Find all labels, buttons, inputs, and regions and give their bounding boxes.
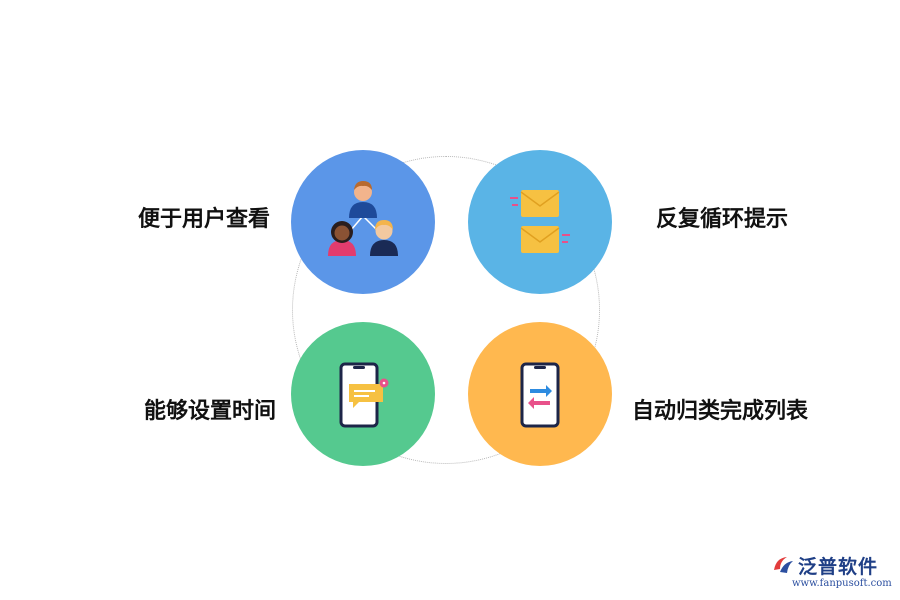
users-hierarchy-icon <box>328 181 398 256</box>
brand-logo: 泛普软件 www.fanpusoft.com <box>770 552 894 596</box>
logo-mark-icon <box>774 557 793 573</box>
envelopes-icon <box>510 190 570 253</box>
phone-transfer-icon <box>520 362 560 428</box>
phone-notification-icon <box>339 362 389 428</box>
logo-name: 泛普软件 <box>798 556 879 578</box>
feature-circle-phone-transfer <box>468 322 612 466</box>
logo-url: www.fanpusoft.com <box>792 578 892 589</box>
feature-label-set-time: 能够设置时间 <box>143 399 276 424</box>
feature-label-user-view: 便于用户查看 <box>137 207 270 232</box>
feature-circle-phone-notification <box>291 322 435 466</box>
feature-circle-envelopes <box>468 150 612 294</box>
dotted-ring <box>292 156 600 464</box>
feature-label-repeat-reminder: 反复循环提示 <box>656 207 789 232</box>
feature-label-auto-categorize: 自动归类完成列表 <box>632 399 809 424</box>
feature-circle-users <box>291 150 435 294</box>
